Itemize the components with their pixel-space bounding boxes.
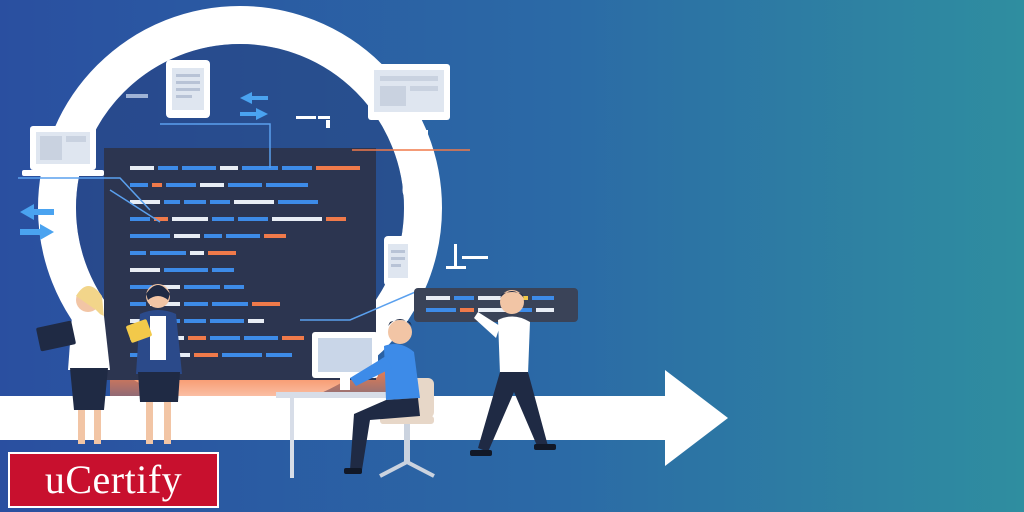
code-line-segment: [152, 183, 162, 187]
code-line-segment: [154, 217, 168, 221]
code-line-segment: [172, 217, 208, 221]
laptop-icon: [22, 126, 104, 176]
code-line-segment: [226, 234, 260, 238]
brand-logo[interactable]: uCertify: [8, 452, 219, 508]
code-line-segment: [130, 302, 146, 306]
code-line-segment: [184, 285, 220, 289]
brand-name: uCertify: [44, 457, 183, 502]
code-line-segment: [164, 200, 180, 204]
code-line-segment: [228, 183, 262, 187]
woman-with-folder: [126, 284, 182, 444]
tablet-icon: [166, 60, 210, 118]
code-line-segment: [130, 217, 150, 221]
woman-with-laptop: [36, 286, 110, 444]
code-line-segment: [220, 166, 238, 170]
code-line-segment: [184, 302, 208, 306]
code-line-segment: [164, 268, 208, 272]
code-line-segment: [130, 200, 160, 204]
code-line-segment: [266, 353, 292, 357]
code-line-segment: [166, 183, 196, 187]
sync-arrows-icon: [20, 204, 54, 240]
code-line-segment: [212, 302, 248, 306]
code-line-segment: [212, 268, 234, 272]
code-line-segment: [188, 336, 206, 340]
code-line-segment: [156, 285, 180, 289]
code-line-segment: [210, 200, 230, 204]
code-line-segment: [194, 353, 218, 357]
code-line-segment: [184, 200, 206, 204]
code-line-segment: [282, 336, 304, 340]
code-line-segment: [130, 285, 152, 289]
sync-arrows-icon: [240, 92, 268, 120]
monitor-icon: [368, 64, 450, 134]
code-line-segment: [158, 166, 178, 170]
floating-code-window: [414, 288, 578, 322]
code-line-segment: [248, 319, 264, 323]
code-line-segment: [184, 319, 206, 323]
code-line-segment: [234, 200, 274, 204]
code-line-segment: [150, 251, 186, 255]
code-line-segment: [252, 302, 280, 306]
code-line-segment: [264, 234, 286, 238]
man-at-desk: [276, 319, 435, 478]
code-line-segment: [130, 268, 160, 272]
lightbulb-icon: [402, 176, 430, 218]
smartphone-icon: [384, 236, 412, 286]
code-line-segment: [272, 217, 322, 221]
code-line-segment: [174, 234, 200, 238]
code-line-segment: [326, 217, 346, 221]
brand-logo-bg: [8, 452, 219, 508]
code-line-segment: [130, 166, 154, 170]
connector-lines: [18, 123, 470, 321]
code-line-segment: [200, 183, 224, 187]
code-line-segment: [222, 353, 262, 357]
code-line-segment: [224, 285, 244, 289]
code-line-segment: [204, 234, 222, 238]
code-line-segment: [282, 166, 312, 170]
code-line-segment: [242, 166, 278, 170]
code-line-segment: [316, 166, 360, 170]
code-line-segment: [130, 183, 148, 187]
code-line-segment: [266, 183, 308, 187]
code-line-segment: [212, 217, 234, 221]
code-line-segment: [130, 251, 146, 255]
code-line-segment: [278, 200, 318, 204]
code-line-segment: [210, 336, 240, 340]
man-presenting: [470, 290, 556, 456]
code-line-segment: [182, 166, 216, 170]
code-line-segment: [190, 251, 204, 255]
code-line-segment: [210, 319, 244, 323]
code-line-segment: [244, 336, 278, 340]
code-line-segment: [208, 251, 236, 255]
code-line-segment: [130, 234, 170, 238]
code-line-segment: [238, 217, 268, 221]
